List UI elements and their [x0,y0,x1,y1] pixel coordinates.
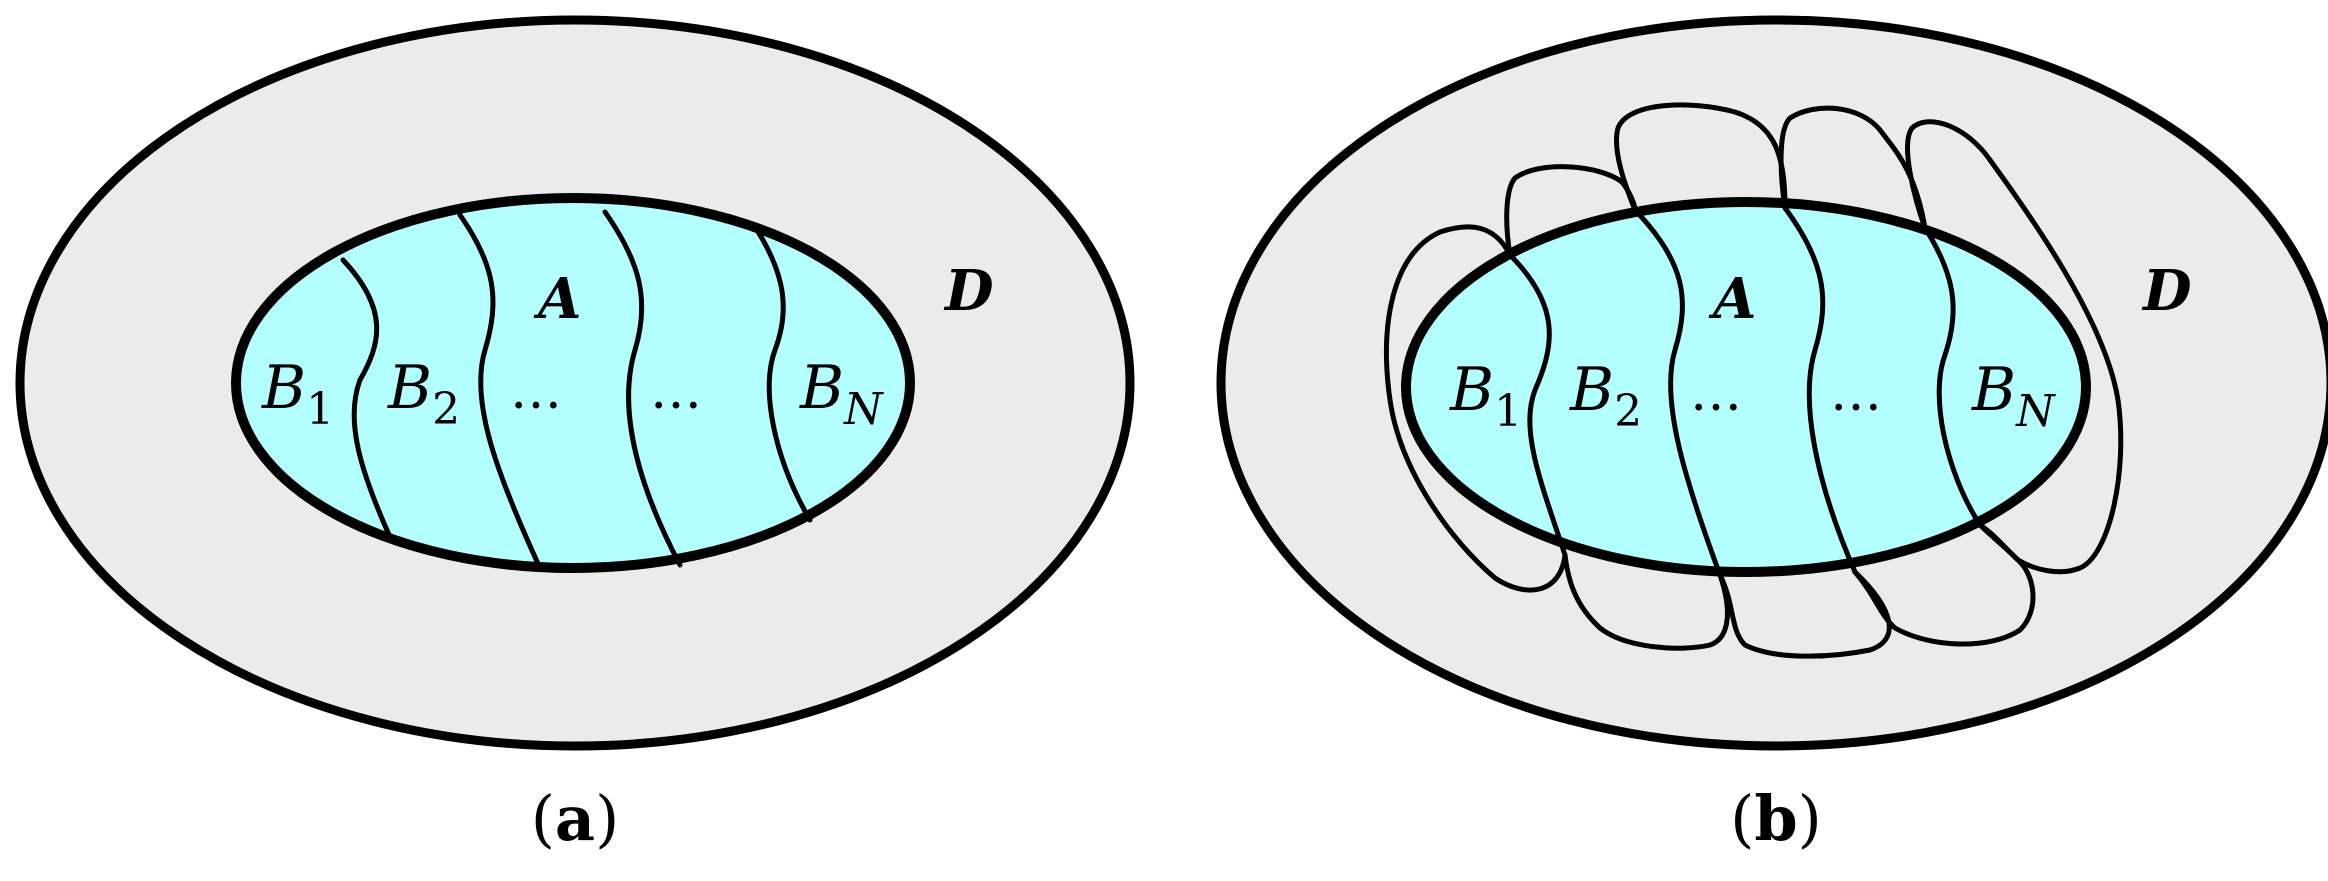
panel-b-label: (b) [1730,782,1822,855]
outer-region-label: D [943,258,994,324]
inner-region-label: A [1708,266,1756,332]
boundary-loop [1778,105,1928,231]
inner-region-label: A [533,266,581,332]
divider-curve [340,257,393,540]
divider-curve [1922,225,1983,528]
boundary-loop [1614,102,1788,213]
inner-region-a [231,193,915,573]
inner-region-a [1401,197,2091,577]
bn-label: BN [1971,355,2056,437]
boundary-loop [1905,119,2124,575]
divider-curve [754,227,813,523]
outer-region-label: D [2141,258,2192,324]
b1-label: B1 [1449,355,1522,437]
boundary-loop [1852,522,2036,647]
divider-curve [602,209,683,568]
ellipsis-2: … [650,361,702,421]
panel-a-label: (a) [531,782,620,855]
ellipsis-2: … [1830,363,1882,423]
b2-label: B2 [387,353,460,435]
ellipsis-1: … [1690,363,1742,423]
b2-label: B2 [1569,355,1642,437]
divider-curve [1507,252,1568,558]
b1-label: B1 [261,353,334,435]
divider-curve [1632,207,1723,578]
panel-b: D A B1 B2 … … BN (b) [1216,15,2328,855]
ellipsis-1: … [510,361,562,421]
boundary-loop [1562,552,1730,651]
divider-curve [457,212,543,571]
boundary-loop [1384,224,1568,593]
divider-curve [1782,205,1858,575]
bn-label: BN [799,353,884,435]
panel-a: D A B1 B2 … … BN (a) [15,15,1135,855]
